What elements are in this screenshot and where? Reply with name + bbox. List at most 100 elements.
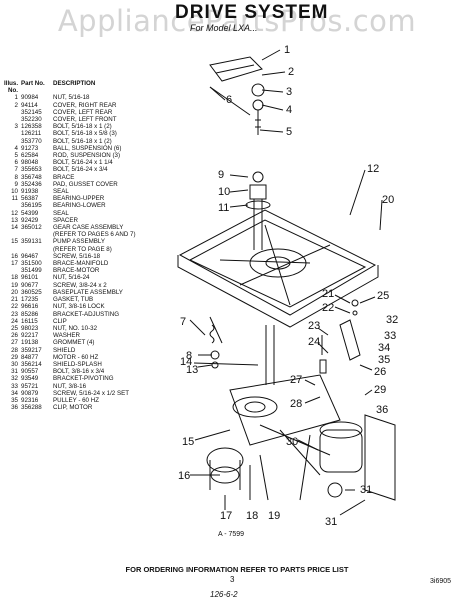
part-description: NUT, 3/8-16 (53, 382, 87, 390)
illus-no: 1 (14, 94, 18, 102)
callout-label: 15 (182, 436, 194, 448)
part-description: BRACKET-ADJUSTING (53, 310, 120, 318)
illus-no: 15 (11, 238, 18, 246)
callout-label: 20 (382, 194, 394, 206)
part-no: 95721 (21, 382, 39, 390)
illus-no: 19 (11, 281, 18, 289)
part-no: 356288 (21, 404, 42, 412)
baseplate (178, 209, 377, 316)
part-no: 351500 (21, 260, 42, 268)
part-no: 84877 (21, 353, 39, 361)
part-description: BEARING-LOWER (53, 202, 106, 210)
part-description: SCREW, 3/8-24 x 2 (53, 281, 107, 289)
callout-label: 8 (186, 350, 192, 362)
illus-no (4, 138, 21, 145)
callout-label: 12 (367, 163, 379, 175)
callout-label: 9 (218, 169, 224, 181)
part-no: 91273 (21, 144, 39, 152)
part-no (21, 246, 53, 253)
illus-no: 4 (14, 144, 18, 152)
part-description: BOLT, 5/16-24 x 3/4 (53, 166, 108, 174)
illus-no: 13 (11, 216, 18, 224)
part-no: 96101 (21, 274, 39, 282)
part-description: SCREW, 5/16-18 (53, 252, 101, 260)
part-description: (REFER TO PAGE 8) (53, 245, 112, 253)
illus-no: 16 (11, 252, 18, 260)
illus-no: 5 (14, 152, 18, 160)
part-description: GROMMET (4) (53, 339, 95, 347)
part-description: COVER, RIGHT REAR (53, 101, 117, 109)
illus-no: 25 (11, 324, 18, 332)
callout-label: 3 (286, 86, 292, 98)
illus-no: 26 (11, 332, 18, 340)
part-no: 356214 (21, 360, 42, 368)
part-no: 91938 (21, 188, 39, 196)
part-description: SHIELD-SPLASH (53, 360, 102, 368)
illus-no: 36 (11, 404, 18, 412)
part-no: 355653 (21, 166, 42, 174)
illus-no: 27 (11, 339, 18, 347)
splash-shield (364, 414, 396, 501)
exploded-diagram: 1234569101112202122232425262728293031313… (177, 44, 398, 528)
part-no: 90677 (21, 281, 39, 289)
part-no: 92429 (21, 216, 39, 224)
part-description: (REFER TO PAGES 6 AND 7) (53, 231, 136, 239)
part-description: BOLT, 3/8-16 x 3/4 (53, 368, 105, 376)
callout-label: 23 (308, 320, 320, 332)
callout-label: 18 (246, 510, 258, 522)
part-description: SEAL (53, 209, 69, 217)
cover-part (209, 56, 263, 82)
callout-label: 2 (288, 66, 294, 78)
illus-no: 22 (11, 303, 18, 311)
callout-label: 31 (325, 516, 337, 528)
part-no: 351499 (21, 267, 42, 275)
callout-label: 36 (376, 404, 388, 416)
illus-no: 11 (11, 195, 18, 203)
part-no: 16115 (21, 317, 38, 325)
part-no: 93549 (21, 375, 39, 383)
illus-no (4, 246, 21, 253)
part-no: 359131 (21, 238, 42, 246)
part-description: ROD, SUSPENSION (3) (53, 152, 121, 160)
part-description: BRACKET-PIVOTING (53, 375, 114, 383)
header-description: DESCRIPTION (53, 80, 96, 87)
part-description: SPACER (53, 216, 78, 224)
part-description: PAD, GUSSET COVER (53, 180, 118, 188)
page-number: 3 (230, 575, 235, 584)
callout-label: 7 (180, 316, 186, 328)
part-no: 90984 (21, 94, 39, 102)
part-description: COVER, LEFT FRONT (53, 116, 117, 124)
part-no: 365012 (21, 224, 42, 232)
handwritten-note: 126-6-2 (210, 590, 238, 599)
part-description: SEAL (53, 188, 69, 196)
callout-label: 1 (284, 44, 290, 56)
callout-label: 5 (286, 126, 292, 138)
part-no: 353770 (21, 137, 42, 145)
callout-label: 10 (218, 186, 230, 198)
callout-label: 27 (290, 374, 302, 386)
part-no: 360525 (21, 288, 42, 296)
watermark: AppliancePartsPros.com (57, 4, 417, 38)
part-description: BRACE-MANIFOLD (53, 260, 109, 268)
illus-no (4, 202, 21, 209)
part-no (21, 231, 53, 238)
parts-list-header: Illus. No. Part No. DESCRIPTION (4, 80, 164, 94)
illus-no: 35 (11, 396, 18, 404)
illus-no (4, 130, 21, 137)
pump (206, 447, 244, 473)
